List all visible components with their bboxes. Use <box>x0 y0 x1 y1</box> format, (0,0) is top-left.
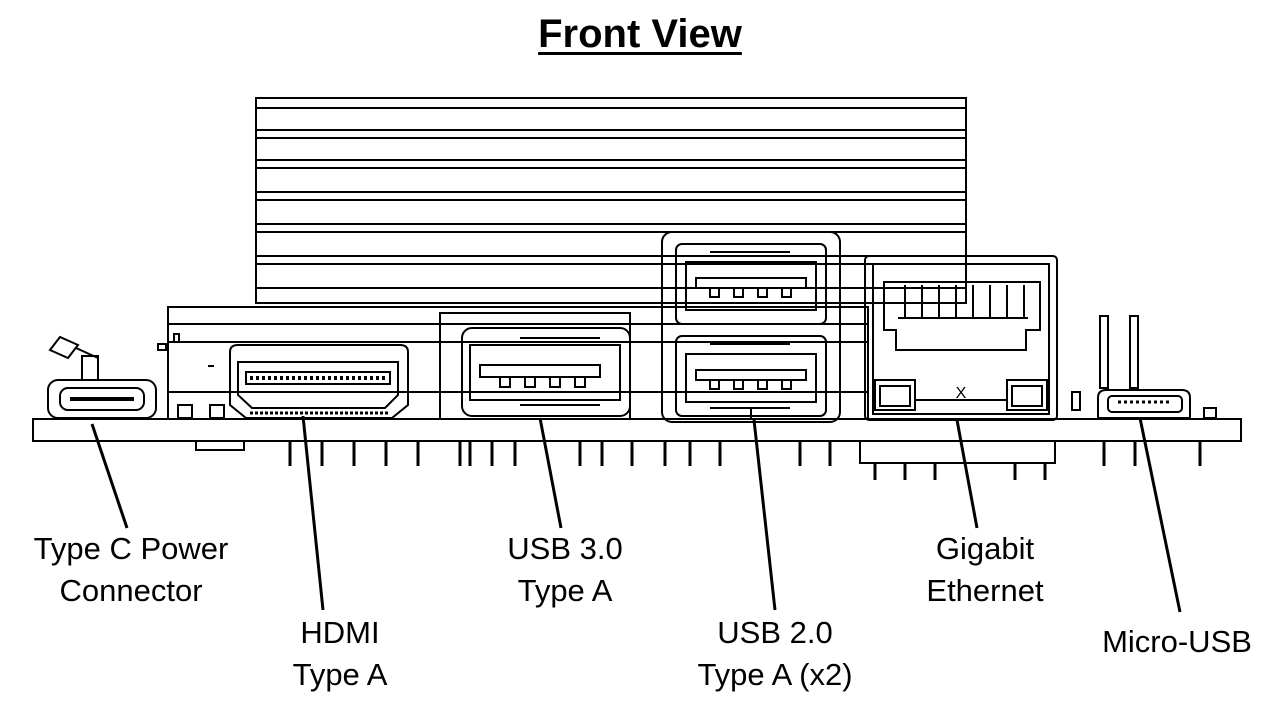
label-hdmi: HDMI Type A <box>260 612 420 696</box>
ethernet-mark: X <box>956 385 967 402</box>
label-usb2: USB 2.0 Type A (x2) <box>670 612 880 696</box>
hdmi-connector <box>177 344 409 419</box>
leader-hdmi <box>301 415 325 611</box>
label-usb-c-power: Type C Power Connector <box>16 528 246 612</box>
label-usb3-line2: Type A <box>517 573 613 608</box>
label-hdmi-line2: Type A <box>292 657 388 692</box>
diagram-title: Front View <box>538 12 742 56</box>
label-usb3: USB 3.0 Type A <box>480 528 650 612</box>
micro-usb-connector <box>1097 389 1191 419</box>
leader-usb3 <box>538 417 563 529</box>
label-ethernet: Gigabit Ethernet <box>905 528 1065 612</box>
label-micro-usb-line1: Micro-USB <box>1102 624 1252 659</box>
label-usb2-line2: Type A (x2) <box>697 657 853 692</box>
usb-c-connector <box>47 335 167 419</box>
carrier-board <box>32 418 1242 464</box>
leader-usb2 <box>752 419 777 611</box>
usb3-connector <box>439 312 631 420</box>
label-micro-usb: Micro-USB <box>1082 621 1272 663</box>
label-usb-c-line1: Type C Power <box>33 531 229 566</box>
leader-lines <box>90 415 1182 613</box>
leader-ethernet <box>955 419 979 529</box>
label-usb-c-line2: Connector <box>59 573 203 608</box>
leader-usbc <box>90 423 129 529</box>
ethernet-connector: X <box>864 255 1058 421</box>
header-pins <box>1071 315 1217 419</box>
label-usb2-line1: USB 2.0 <box>717 615 833 650</box>
leader-microusb <box>1138 417 1182 613</box>
label-hdmi-line1: HDMI <box>300 615 380 650</box>
label-ethernet-line1: Gigabit <box>935 531 1035 566</box>
heatsink <box>255 97 967 304</box>
label-ethernet-line2: Ethernet <box>926 573 1044 608</box>
usb2-dual-connector <box>661 231 841 423</box>
label-usb3-line1: USB 3.0 <box>507 531 623 566</box>
board-pins <box>288 441 1202 480</box>
